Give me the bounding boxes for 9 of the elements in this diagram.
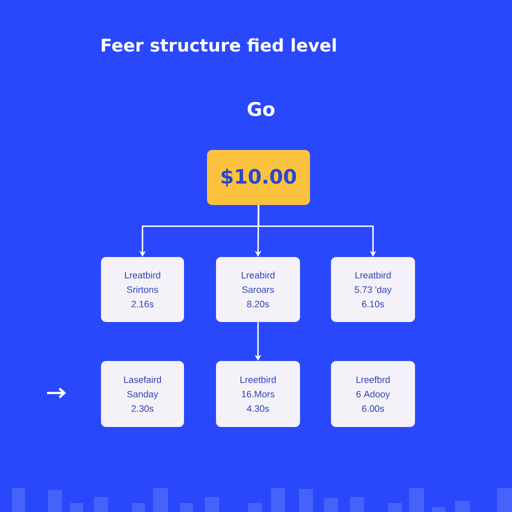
info-card: Lasefaird Sanday 2.30s [101, 361, 184, 427]
info-card: Lreatbird Srirtons 2.16s [101, 257, 184, 322]
heading-label: Go [248, 102, 274, 116]
info-card: Lreetbird 16.Mors 4.30s [216, 361, 300, 427]
info-card: Lreabird Saroars 8.20s [216, 257, 300, 322]
title: Feer structure fied level [102, 38, 336, 52]
price-box: $10.00 [207, 150, 310, 205]
info-card: Lreatbird 5.73 'day 6.10s [331, 257, 415, 322]
info-card: Lreefbrd 6 Adooy 6.00s [331, 361, 415, 427]
